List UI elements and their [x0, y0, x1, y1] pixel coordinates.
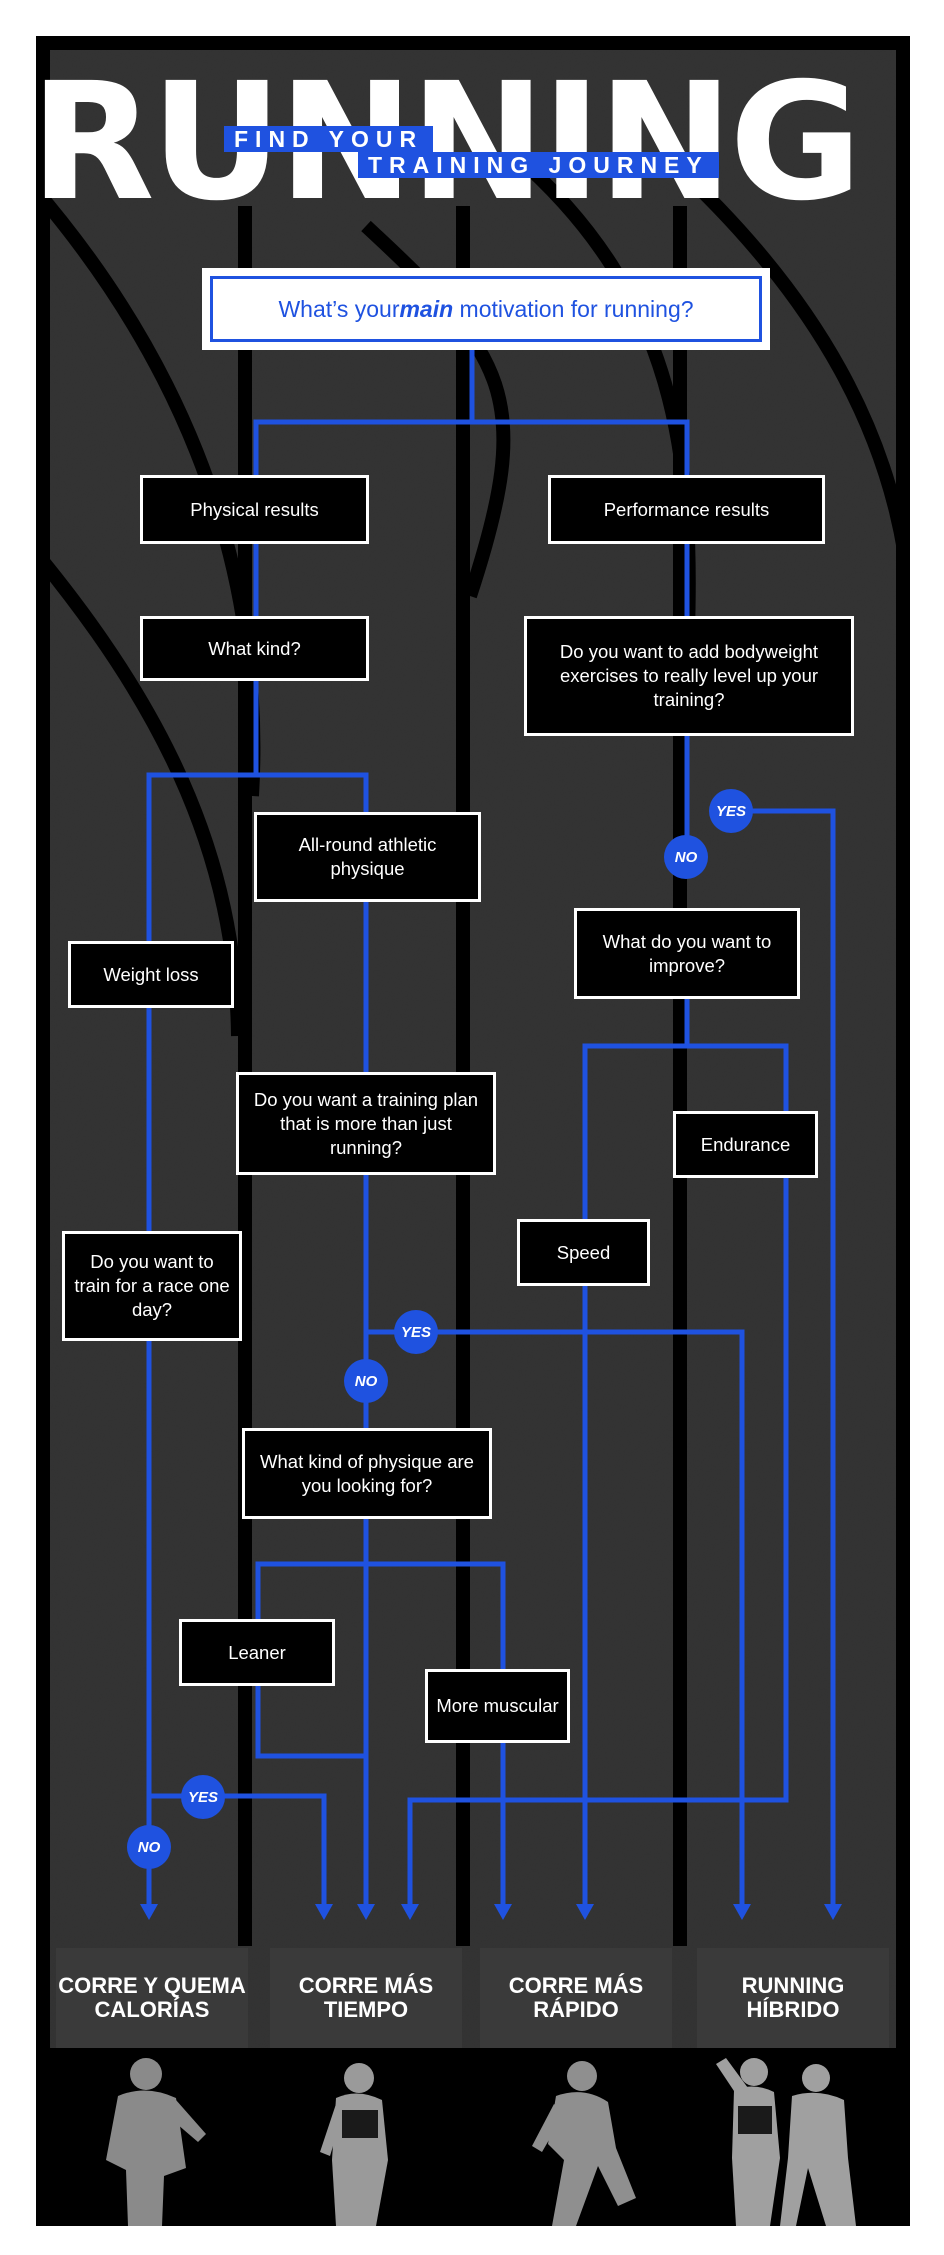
node-physique-question: What kind of physique are you looking fo… [242, 1428, 492, 1519]
question-prefix: What’s your [278, 295, 400, 322]
subtitle-line-2: TRAINING JOURNEY [358, 152, 719, 178]
main-question: What’s your main motivation for running? [202, 268, 770, 350]
runners-photo-strip [36, 2048, 910, 2226]
category-burn-calories: CORRE Y QUEMA CALORÍAS [56, 1948, 248, 2048]
no-badge-bodyweight: NO [664, 835, 708, 879]
infographic-frame: RUNNING FIND YOUR TRAINING JOURNEY [36, 36, 910, 2226]
subtitle-line-1: FIND YOUR [224, 126, 434, 152]
main-question-text: What’s your main motivation for running? [210, 276, 762, 342]
node-all-round-physique: All-round athletic physique [254, 812, 481, 902]
question-emphasis: main [399, 295, 454, 322]
node-speed: Speed [517, 1219, 650, 1286]
category-run-longer: CORRE MÁS TIEMPO [270, 1948, 462, 2048]
node-leaner: Leaner [179, 1619, 335, 1686]
node-improve-question: What do you want to improve? [574, 908, 800, 999]
node-physical-results: Physical results [140, 475, 369, 544]
no-badge-training-plan: NO [344, 1359, 388, 1403]
node-training-plan-question: Do you want a training plan that is more… [236, 1072, 496, 1175]
page-title: RUNNING [36, 49, 862, 237]
question-suffix: motivation for running? [453, 295, 694, 322]
category-run-faster: CORRE MÁS RÁPIDO [480, 1948, 672, 2048]
node-weight-loss: Weight loss [68, 941, 234, 1008]
node-endurance: Endurance [673, 1111, 818, 1178]
node-more-muscular: More muscular [425, 1669, 570, 1743]
node-what-kind: What kind? [140, 616, 369, 681]
yes-badge-race: YES [181, 1775, 225, 1819]
no-badge-race: NO [127, 1825, 171, 1869]
node-performance-results: Performance results [548, 475, 825, 544]
yes-badge-bodyweight: YES [709, 789, 753, 833]
category-hybrid-running: RUNNING HÍBRIDO [697, 1948, 889, 2048]
yes-badge-training-plan: YES [394, 1310, 438, 1354]
node-bodyweight-question: Do you want to add bodyweight exercises … [524, 616, 854, 736]
node-race-question: Do you want to train for a race one day? [62, 1231, 242, 1341]
